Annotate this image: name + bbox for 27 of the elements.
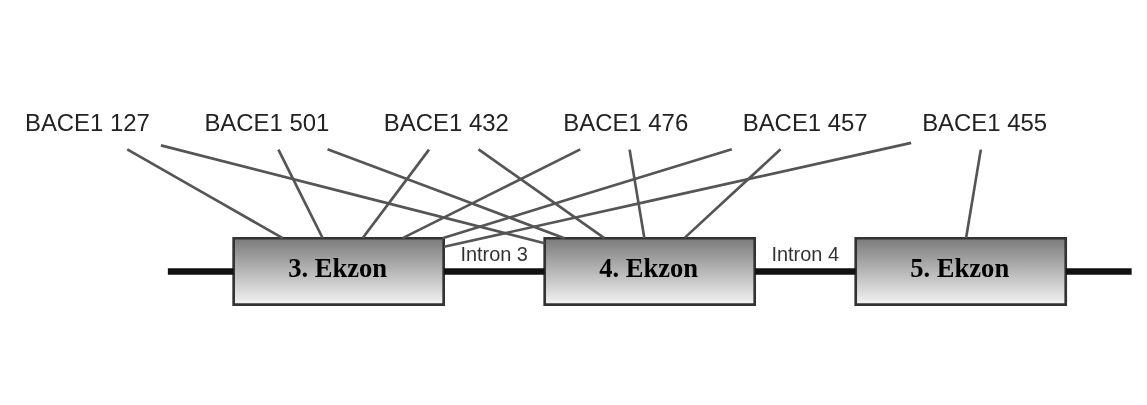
connector — [443, 267, 545, 275]
connector — [402, 147, 581, 239]
connector — [755, 267, 856, 275]
connector — [443, 141, 912, 248]
node-text: BACE1 457 — [742, 108, 868, 136]
node-box: 5. Ekzon — [854, 236, 1068, 306]
connector — [683, 147, 782, 239]
connector — [964, 148, 983, 238]
node-text: BACE1 432 — [383, 108, 509, 136]
connector — [1065, 267, 1132, 275]
connector — [160, 143, 545, 245]
node-box: 4. Ekzon — [543, 236, 757, 306]
connector — [126, 147, 284, 239]
connector — [442, 147, 733, 239]
node-text: BACE1 476 — [563, 108, 689, 136]
connector — [167, 267, 234, 275]
connector — [277, 148, 324, 239]
connector — [628, 148, 646, 238]
node-text: BACE1 455 — [922, 108, 1048, 136]
edge-label: Intron 4 — [771, 242, 839, 265]
connector — [477, 147, 606, 239]
edge-label: Intron 3 — [460, 242, 528, 265]
node-box: 3. Ekzon — [232, 236, 445, 306]
connector — [361, 148, 431, 239]
connector — [327, 147, 565, 239]
node-text: BACE1 501 — [204, 108, 330, 136]
node-text: BACE1 127 — [24, 108, 150, 136]
